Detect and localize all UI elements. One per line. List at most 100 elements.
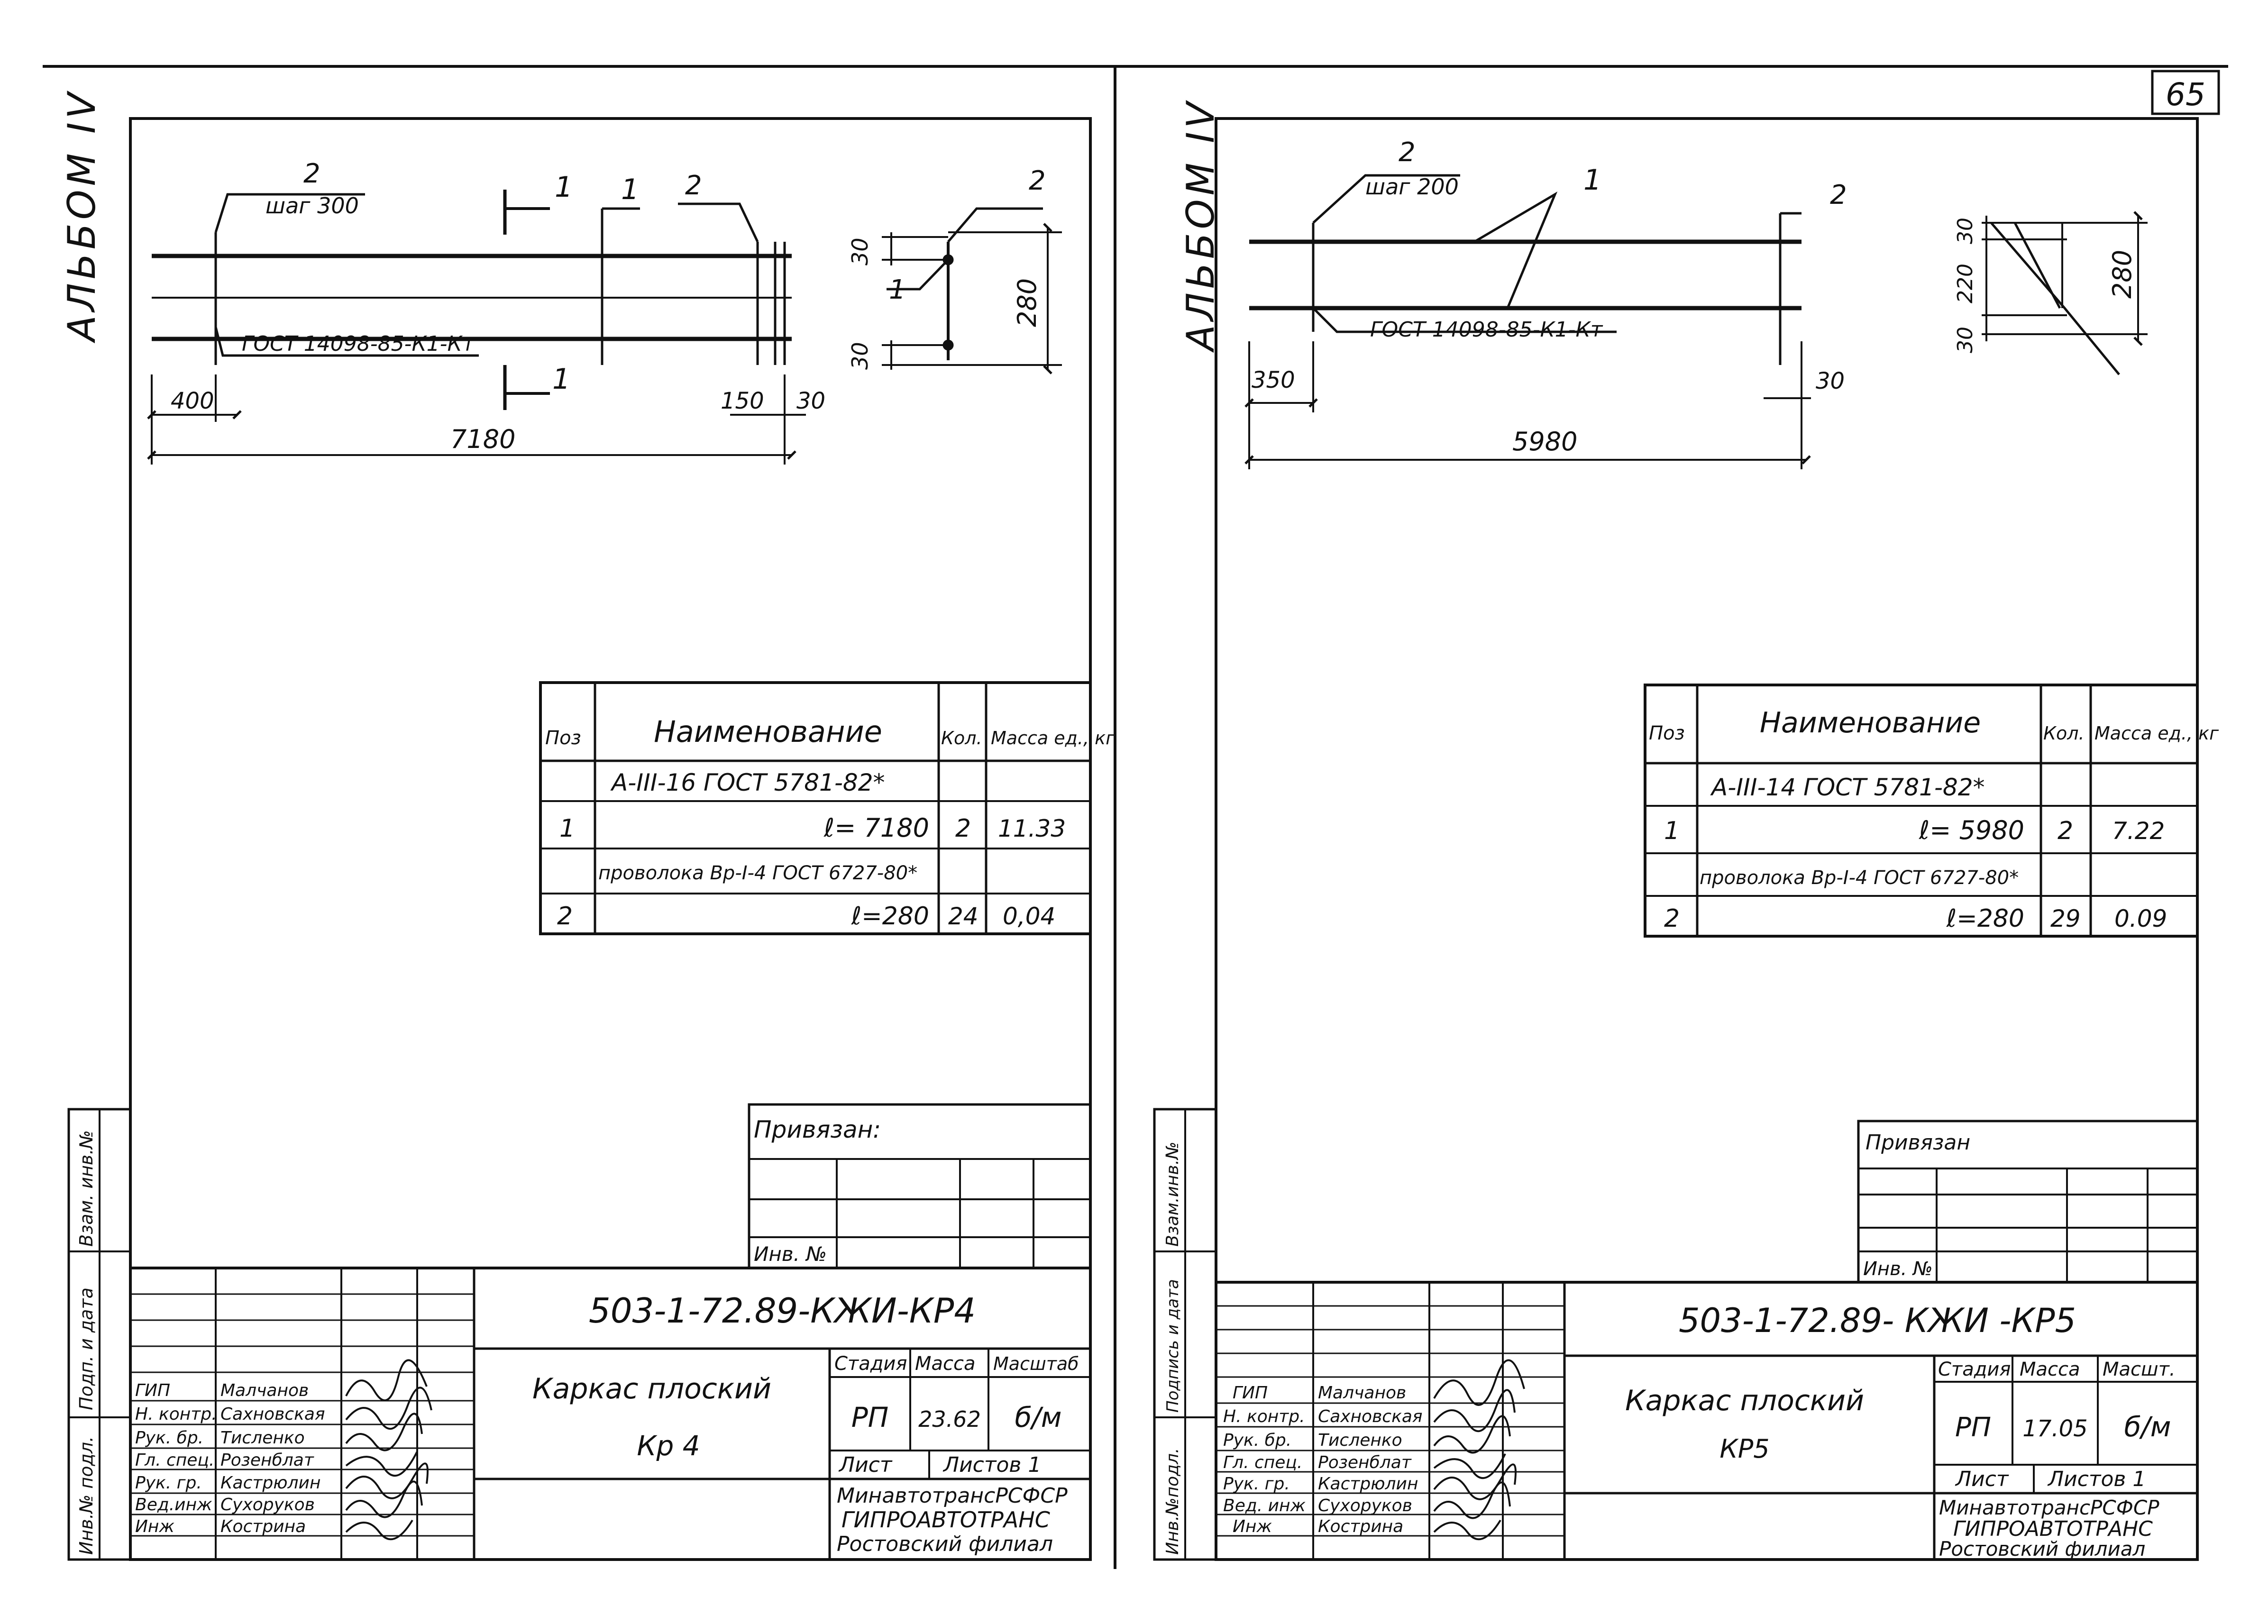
- gost-weld-note: ГОСТ 14098-85-К1-Кт: [1370, 318, 1603, 342]
- staff-name: Кострина: [220, 1517, 306, 1536]
- title-block: [1215, 1281, 2199, 1561]
- spec-row3-name: проволока Вр-I-4 ГОСТ 6727-80*: [1700, 867, 2019, 889]
- staff-role: Инж: [135, 1517, 174, 1536]
- staff-name: Кострина: [1318, 1517, 1403, 1536]
- pos1-label: 1: [1583, 164, 1601, 197]
- staff-role: ГИП: [135, 1381, 170, 1400]
- spec-row4-pos: 2: [1664, 904, 1680, 933]
- pos2-label-b: 2: [685, 170, 702, 201]
- staff-name: Сухоруков: [220, 1495, 315, 1515]
- side-stamp-inv: Инв.№подл.: [1163, 1448, 1182, 1555]
- spec-header-pos: Поз: [545, 727, 581, 749]
- sheet-label: Лист: [1955, 1467, 2009, 1491]
- binding-title: Привязан: [1866, 1131, 1970, 1155]
- spec-header-name: Наименование: [1760, 706, 1981, 739]
- section-dim-30-top: 30: [847, 237, 873, 265]
- section-dim-30-bottom: 30: [1953, 327, 1977, 353]
- pos1-label: 1: [621, 173, 639, 206]
- side-stamp-podp: Подп. и дата: [76, 1287, 97, 1410]
- spec-row4-qty: 29: [2050, 905, 2081, 932]
- dim-total: 5980: [1512, 427, 1577, 456]
- rebar-step: шаг 300: [265, 193, 359, 219]
- album-label-left: АЛЬБОМ IV: [60, 89, 104, 344]
- signatures: [1433, 1359, 1525, 1541]
- binding-inv: Инв. №: [1863, 1258, 1933, 1280]
- dim-400: 400: [171, 388, 214, 414]
- section-dim-30-top: 30: [1953, 218, 1977, 244]
- dim-150: 150: [721, 388, 764, 414]
- staff-role: Гл. спец.: [1223, 1453, 1302, 1472]
- spec-row4-pos: 2: [557, 902, 573, 931]
- mass-label: Масса: [915, 1353, 976, 1375]
- doc-title-line1: Каркас плоский: [1625, 1384, 1864, 1417]
- side-stamp: Взам.инв.№ Подпись и дата Инв.№подл.: [1153, 1108, 1217, 1561]
- org-line1: МинавтотрансРСФСР: [1939, 1496, 2159, 1519]
- staff-role: Н. контр.: [135, 1405, 217, 1424]
- section-dim-220: 220: [1953, 264, 1977, 303]
- staff-name: Тисленко: [220, 1428, 305, 1448]
- spec-row2-pos: 1: [1664, 817, 1680, 845]
- spec-row2-mass: 7.22: [2112, 817, 2165, 845]
- spec-row2-name: ℓ= 5980: [1919, 815, 2024, 845]
- staff-name: Сухоруков: [1318, 1496, 1412, 1515]
- staff-name: Сахновская: [1318, 1407, 1423, 1426]
- frame-elevation: [1244, 174, 1811, 469]
- stage-value: РП: [851, 1401, 889, 1433]
- spec-row2-pos: 1: [559, 814, 575, 843]
- spec-row2-qty: 2: [2058, 817, 2073, 845]
- staff-role: ГИП: [1233, 1383, 1268, 1403]
- section-mark-top: 1: [555, 171, 573, 204]
- doc-title-line2: Кр 4: [637, 1430, 700, 1462]
- staff-name: Тисленко: [1318, 1431, 1402, 1450]
- cross-section: [1982, 211, 2148, 375]
- binding-title: Привязан:: [754, 1116, 881, 1143]
- pos2-label: 2: [1399, 137, 1416, 168]
- sheet-kr5: Взам.инв.№ Подпись и дата Инв.№подл. 2 ш…: [1153, 117, 2219, 1561]
- spec-header-qty: Кол.: [2043, 723, 2085, 744]
- scale-label: Масштаб: [993, 1353, 1079, 1374]
- spec-row4-mass: 0.09: [2114, 905, 2167, 932]
- org-line3: Ростовский филиал: [1939, 1537, 2145, 1560]
- staff-role: Вед. инж: [1223, 1496, 1306, 1515]
- side-stamp-vzam: Взам.инв.№: [1163, 1141, 1182, 1247]
- spec-row4-qty: 24: [948, 903, 979, 930]
- spec-header-pos: Поз: [1649, 722, 1685, 744]
- frame-elevation: [147, 190, 806, 465]
- staff-name: Кастрюлин: [1318, 1474, 1418, 1494]
- pos2-label: 2: [303, 158, 320, 189]
- section-mark-bottom: 1: [552, 363, 570, 396]
- staff-role: Н. контр.: [1223, 1407, 1305, 1426]
- staff-list: ГИП Малчанов Н. контр. Сахновская Рук. б…: [1223, 1383, 1423, 1536]
- staff-name: Кастрюлин: [220, 1473, 320, 1493]
- spec-header-qty: Кол.: [941, 728, 982, 748]
- spec-table: [1644, 684, 2199, 938]
- staff-role: Рук. гр.: [1223, 1474, 1290, 1494]
- spec-row4-name: ℓ=280: [851, 902, 929, 931]
- spec-row3-name: проволока Вр-I-4 ГОСТ 6727-80*: [598, 862, 917, 884]
- dim-30: 30: [1816, 368, 1845, 394]
- staff-list: ГИП Малчанов Н. контр. Сахновская Рук. б…: [135, 1381, 325, 1536]
- spec-header-mass: Масса ед., кг: [991, 728, 1116, 748]
- spec-row1-name: A-III-16 ГОСТ 5781-82*: [610, 769, 885, 796]
- spec-row2-mass: 11.33: [998, 815, 1066, 842]
- sheets-label: Листов 1: [2047, 1467, 2146, 1491]
- section-pos1: 1: [889, 274, 906, 305]
- section-top-label: 2: [1029, 165, 1046, 196]
- side-stamp-podp: Подпись и дата: [1163, 1279, 1182, 1413]
- sheets-label: Листов 1: [942, 1453, 1041, 1477]
- spec-row2-name: ℓ= 7180: [823, 813, 929, 843]
- scale-label: Масшт.: [2103, 1359, 2176, 1380]
- spec-row4-mass: 0,04: [1003, 903, 1055, 930]
- dim-total: 7180: [450, 424, 515, 454]
- doc-title-line1: Каркас плоский: [532, 1372, 771, 1405]
- staff-role: Рук. бр.: [1223, 1431, 1291, 1450]
- gost-weld-note: ГОСТ 14098-85-К1-Кт: [242, 332, 475, 356]
- staff-name: Розенблат: [220, 1451, 314, 1470]
- staff-name: Сахновская: [220, 1405, 325, 1424]
- side-stamp-inv: Инв.№ подл.: [76, 1436, 97, 1555]
- doc-code: 503-1-72.89-КЖИ-КР4: [589, 1291, 976, 1331]
- scale-value: б/м: [1015, 1401, 1061, 1433]
- mass-value: 23.62: [918, 1406, 981, 1432]
- staff-role: Инж: [1233, 1517, 1272, 1536]
